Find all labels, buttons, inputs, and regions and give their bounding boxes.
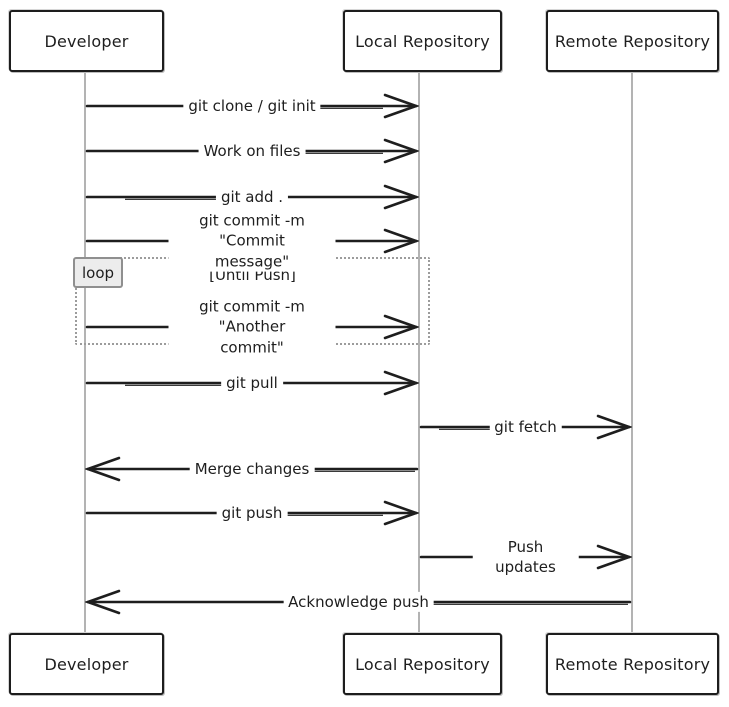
lifeline-local-repository bbox=[418, 73, 420, 633]
message-work-on-files: Work on files bbox=[85, 129, 419, 173]
message-git-add: git add . bbox=[85, 175, 419, 219]
message-push-updates: Push updates bbox=[419, 535, 632, 579]
message-label: git pull bbox=[221, 372, 283, 394]
message-git-fetch: git fetch bbox=[419, 405, 632, 449]
lifeline-developer bbox=[84, 73, 86, 633]
message-label: git commit -m "Commit message" bbox=[168, 210, 336, 272]
message-label: Merge changes bbox=[189, 458, 315, 480]
message-label: git push bbox=[216, 502, 288, 524]
message-git-clone-init: git clone / git init bbox=[85, 84, 419, 128]
message-label: git fetch bbox=[489, 416, 562, 438]
message-acknowledge-push: Acknowledge push bbox=[85, 580, 632, 624]
actor-local-repository-top: Local Repository bbox=[343, 10, 502, 72]
message-git-commit-another: git commit -m "Another commit" bbox=[85, 296, 419, 358]
lifeline-remote-repository bbox=[631, 73, 633, 633]
message-git-push: git push bbox=[85, 491, 419, 535]
message-label: Push updates bbox=[472, 536, 579, 578]
message-label: Work on files bbox=[198, 140, 306, 162]
actor-remote-repository-bottom: Remote Repository bbox=[546, 633, 719, 695]
message-git-commit: git commit -m "Commit message" bbox=[85, 210, 419, 272]
message-merge-changes: Merge changes bbox=[85, 447, 419, 491]
loop-label: loop bbox=[73, 257, 123, 288]
message-label: Acknowledge push bbox=[283, 591, 434, 613]
actor-local-repository-bottom: Local Repository bbox=[343, 633, 502, 695]
message-label: git clone / git init bbox=[183, 95, 321, 117]
actor-developer-top: Developer bbox=[9, 10, 164, 72]
message-label: git add . bbox=[215, 186, 289, 208]
message-label: git commit -m "Another commit" bbox=[168, 296, 336, 358]
actor-remote-repository-top: Remote Repository bbox=[546, 10, 719, 72]
actor-developer-bottom: Developer bbox=[9, 633, 164, 695]
message-git-pull: git pull bbox=[85, 361, 419, 405]
